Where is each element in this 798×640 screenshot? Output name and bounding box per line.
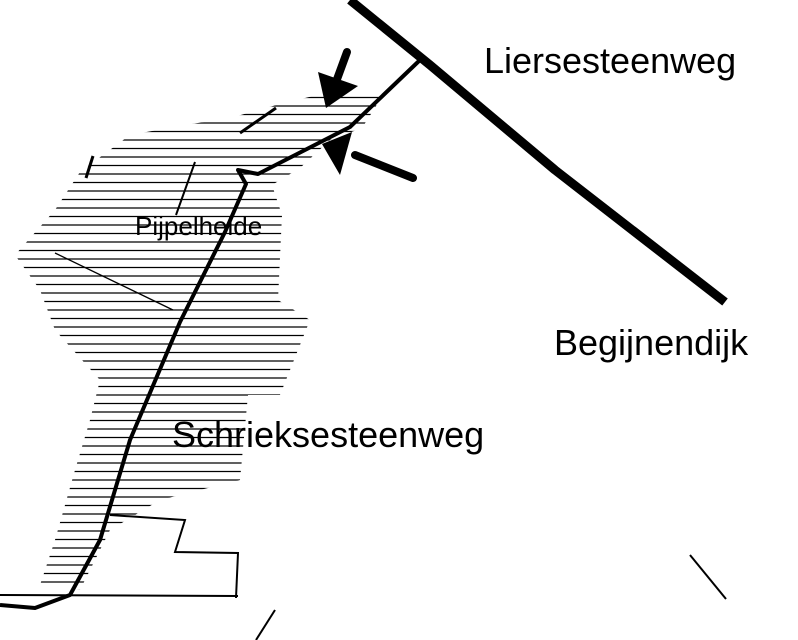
boundary-line xyxy=(109,514,240,599)
path-line xyxy=(84,155,95,179)
hatched-area xyxy=(15,92,385,590)
boundary-line xyxy=(0,594,239,597)
path-line xyxy=(239,106,277,135)
main-road xyxy=(347,0,728,306)
road-label-schrieksesteenweg: Schrieksesteenweg xyxy=(172,414,485,455)
place-label-begijnendijk: Begijnendijk xyxy=(554,322,749,363)
minor-road xyxy=(689,554,727,600)
side-road xyxy=(0,58,422,610)
path-line xyxy=(175,161,196,216)
place-label-pijpelheide: Pijpelheide xyxy=(135,211,263,241)
path-line xyxy=(54,252,174,311)
minor-road xyxy=(255,609,276,640)
arrow-icon xyxy=(318,48,358,108)
road-label-liersesteenweg: Liersesteenweg xyxy=(484,40,737,81)
arrow-icon xyxy=(322,132,417,182)
